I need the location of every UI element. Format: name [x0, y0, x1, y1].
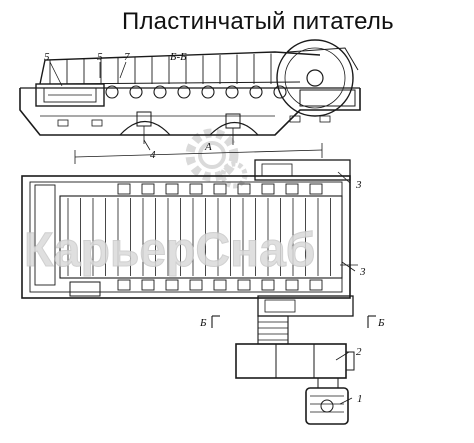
chain-link [261, 279, 275, 291]
section-mark-left: Б [199, 317, 207, 329]
gear-logo-watermark [185, 128, 248, 189]
chain-link [237, 183, 251, 195]
callout-3-bottom: 3 [359, 266, 366, 278]
plan-view [21, 159, 358, 425]
side-view [19, 39, 361, 145]
diagram-title: Пластинчатый питатель [122, 8, 394, 35]
support-roller [273, 85, 287, 99]
callout-1: 1 [357, 393, 363, 405]
support-roller [249, 85, 263, 99]
chain-link [285, 279, 299, 291]
chain-link [117, 279, 131, 291]
callout-5-left: 5 [44, 51, 50, 63]
chain-link [213, 183, 227, 195]
support-roller [129, 85, 143, 99]
support-roller [177, 85, 191, 99]
support-roller [201, 85, 215, 99]
watermark-text: КарьерСнаб [24, 224, 315, 277]
chain-link [165, 279, 179, 291]
dimension-a [74, 143, 323, 164]
chain-link [141, 279, 155, 291]
chain-link [117, 183, 131, 195]
chain-link [213, 279, 227, 291]
callout-3-top: 3 [355, 179, 362, 191]
chain-link [189, 183, 203, 195]
chain-link [189, 279, 203, 291]
section-marks [211, 315, 376, 328]
callout-5-mid: 5 [97, 51, 103, 63]
chain-link [309, 183, 323, 195]
chain-link [261, 183, 275, 195]
chain-link [237, 279, 251, 291]
callout-4: 4 [150, 149, 156, 161]
support-roller [225, 85, 239, 99]
section-label: Б-Б [169, 51, 187, 63]
chain-link [141, 183, 155, 195]
section-mark-right: Б [377, 317, 385, 329]
callout-2: 2 [356, 346, 362, 358]
dimension-label: А [204, 141, 212, 153]
support-roller [153, 85, 167, 99]
chain-link [285, 183, 299, 195]
chain-link [165, 183, 179, 195]
support-roller [105, 85, 119, 99]
leader-lines [49, 61, 356, 405]
chain-link [309, 279, 323, 291]
callout-7: 7 [124, 51, 130, 63]
